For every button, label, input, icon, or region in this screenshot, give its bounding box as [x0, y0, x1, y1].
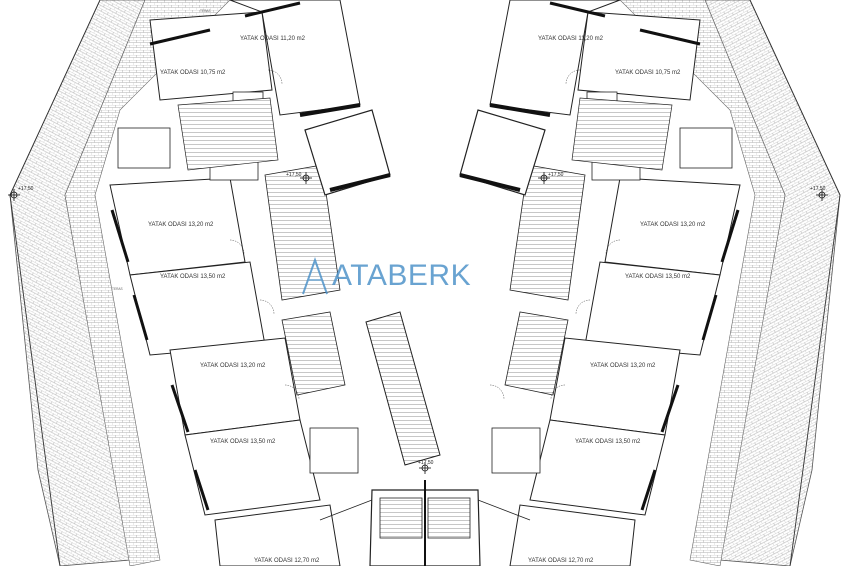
room-label-left-7: YATAK ODASI 12,70 m2 [254, 558, 320, 564]
room-label-right-5: YATAK ODASI 13,20 m2 [590, 363, 656, 369]
room-label-right-1: YATAK ODASI 11,20 m2 [538, 36, 604, 42]
level-left: +17,50 [18, 186, 34, 192]
logo-mark-icon [302, 256, 328, 295]
room-label-left-1: YATAK ODASI 11,20 m2 [240, 36, 306, 42]
level-center: +17,50 [418, 460, 434, 466]
level-top-right: +17,50 [548, 172, 564, 178]
room-label-right-2: YATAK ODASI 10,75 m2 [615, 70, 681, 76]
watermark-text: ATABERK [332, 259, 472, 292]
left-roof [9, 0, 231, 566]
door-swings [229, 69, 621, 400]
room-label-right-4: YATAK ODASI 13,50 m2 [625, 274, 691, 280]
level-top-left: +17,50 [286, 172, 302, 178]
level-markers [8, 172, 828, 474]
room-label-right-3: YATAK ODASI 13,20 m2 [640, 222, 706, 228]
room-label-right-6: YATAK ODASI 13,50 m2 [575, 439, 641, 445]
central-core [319, 311, 531, 566]
right-building [459, 0, 741, 566]
room-label-left-6: YATAK ODASI 13,50 m2 [210, 439, 276, 445]
left-building [109, 0, 391, 566]
terrace-label-left-2: TERAS [112, 287, 123, 291]
room-label-left-5: YATAK ODASI 13,20 m2 [200, 363, 266, 369]
watermark-logo: ATABERK [300, 252, 560, 300]
room-label-left-3: YATAK ODASI 13,20 m2 [148, 222, 214, 228]
room-label-left-2: YATAK ODASI 10,75 m2 [160, 70, 226, 76]
terrace-label-left: TERAS [200, 9, 211, 13]
room-label-left-4: YATAK ODASI 13,50 m2 [160, 274, 226, 280]
level-right: +17,50 [810, 186, 826, 192]
room-label-right-7: YATAK ODASI 12,70 m2 [528, 558, 594, 564]
